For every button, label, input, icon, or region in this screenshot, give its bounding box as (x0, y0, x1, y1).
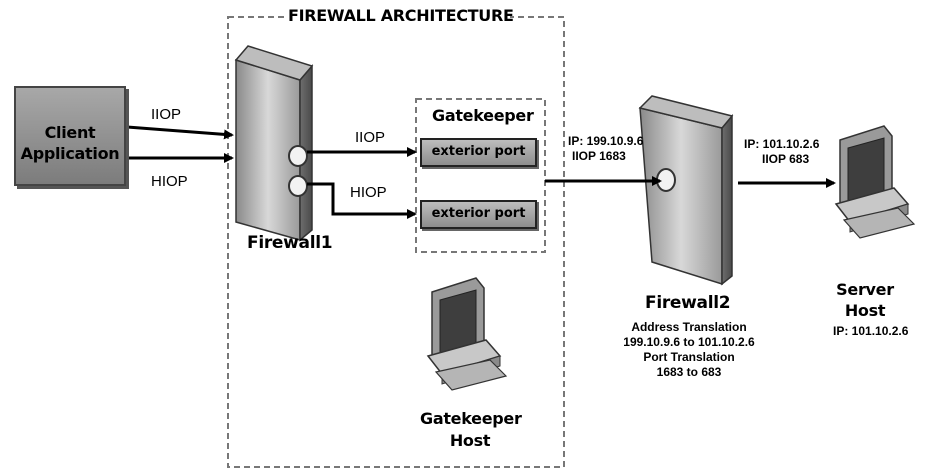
firewall1-tower (234, 45, 314, 242)
firewall2-note-port-values: 1683 to 683 (656, 365, 722, 379)
client-application-box (14, 86, 126, 186)
gatekeeper-out-ip: IP: 199.10.9.6 (568, 134, 644, 148)
firewall2-tower (638, 95, 734, 286)
connection-arrows (126, 125, 836, 219)
client-label-line1: Client (44, 123, 96, 142)
gatekeeper-boundary (415, 98, 546, 253)
firewall2-label: Firewall2 (645, 293, 731, 313)
firewall-architecture-boundary (227, 16, 565, 468)
gatekeeper-host-computer-icon (426, 277, 508, 391)
firewall2-out-ip: IP: 101.10.2.6 (744, 137, 820, 151)
server-host-label-line1: Server (836, 280, 894, 299)
firewall1-label: Firewall1 (247, 233, 333, 253)
label-iiop-client: IIOP (151, 106, 182, 123)
label-hiop-client: HIOP (151, 173, 188, 190)
firewall2-note-address-translation: Address Translation (631, 320, 747, 334)
label-iiop-fw1: IIOP (355, 129, 386, 146)
arrow-client-iiop (126, 125, 234, 140)
arrow-fw1-hiop (307, 182, 417, 219)
label-hiop-fw1: HIOP (350, 184, 387, 201)
server-host-ip: IP: 101.10.2.6 (833, 324, 909, 338)
gatekeeper-host-label-line2: Host (449, 431, 491, 450)
gatekeeper-out-port: IIOP 1683 (572, 149, 626, 163)
firewall2-note-port-translation: Port Translation (643, 350, 735, 364)
client-label-line2: Application (20, 144, 120, 163)
gatekeeper-title: Gatekeeper (432, 106, 534, 125)
server-host-computer-icon (834, 125, 916, 239)
firewall2-note-address-values: 199.10.9.6 to 101.10.2.6 (623, 335, 755, 349)
gatekeeper-exterior-port-1: exterior port (420, 138, 537, 167)
server-host-label-line2: Host (844, 301, 886, 320)
architecture-title: FIREWALL ARCHITECTURE (288, 6, 514, 25)
gatekeeper-exterior-port-2: exterior port (420, 200, 537, 229)
gatekeeper-host-label-line1: Gatekeeper (420, 409, 522, 428)
firewall2-out-port: IIOP 683 (762, 152, 810, 166)
